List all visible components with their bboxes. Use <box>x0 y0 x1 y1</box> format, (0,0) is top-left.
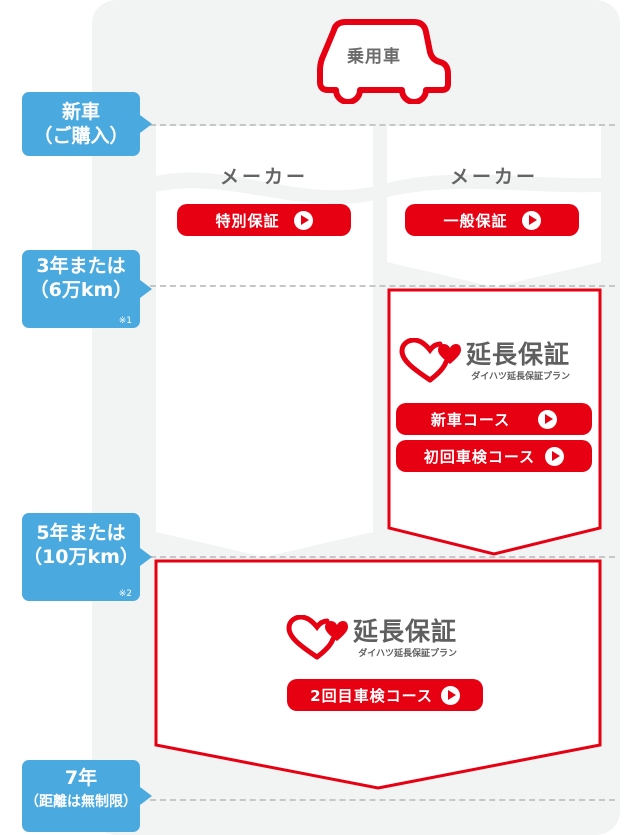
maker-header-left: メーカー <box>219 166 308 188</box>
play-icon <box>521 210 541 230</box>
second-inspection-course-button[interactable]: 2回目車検コース <box>287 679 483 711</box>
play-icon <box>440 685 460 705</box>
first-inspection-course-button[interactable]: 初回車検コース <box>396 440 592 472</box>
timeline-7yr: 7年 （距離は無制限） <box>22 760 152 832</box>
timeline-guide-new <box>150 124 615 126</box>
special-warranty-button[interactable]: 特別保証 <box>177 204 351 236</box>
timeline-new-car: 新車 （ご購入） <box>22 92 152 156</box>
timeline-5yr: 5年または （10万km） ※2 <box>22 513 152 601</box>
extended-warranty-logo: 延長保証 ダイハツ延長保証プラン <box>398 338 570 384</box>
footnote-1: ※1 <box>118 316 132 326</box>
play-icon <box>538 409 558 429</box>
car-outline-icon <box>317 19 451 104</box>
heart-logo-icon <box>399 338 461 383</box>
general-warranty-button[interactable]: 一般保証 <box>405 204 579 236</box>
timeline-guide-5yr <box>150 556 615 558</box>
timeline-3yr: 3年または （6万km） ※1 <box>22 250 152 328</box>
extended-warranty-logo-2: 延長保証 ダイハツ延長保証プラン <box>285 615 457 661</box>
play-icon <box>293 210 313 230</box>
new-car-course-button[interactable]: 新車コース <box>396 403 592 435</box>
heart-logo-icon <box>286 615 348 660</box>
timeline-guide-7yr <box>150 799 615 801</box>
maker-header-right: メーカー <box>449 166 538 188</box>
timeline-guide-3yr <box>150 285 615 287</box>
footnote-2: ※2 <box>118 589 132 599</box>
vehicle-label: 乗用車 <box>347 47 401 67</box>
play-icon <box>545 446 565 466</box>
